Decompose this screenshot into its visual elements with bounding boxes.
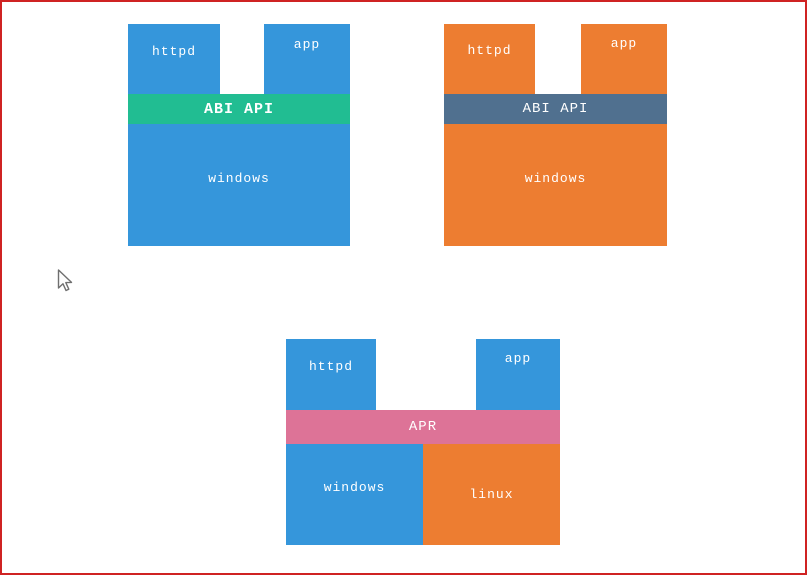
block-abi-api: ABI API <box>128 94 350 124</box>
block-apr: APR <box>286 410 560 444</box>
block-httpd-label: httpd <box>308 359 353 374</box>
block-abi-api: ABI API <box>444 94 667 124</box>
block-app-label: app <box>293 37 321 52</box>
diagram-windows-abi-orange: httpd app ABI API windows <box>444 24 667 246</box>
block-httpd-label: httpd <box>467 43 512 58</box>
block-abi-api-label: ABI API <box>203 100 274 118</box>
block-linux: linux <box>423 444 560 545</box>
block-windows: windows <box>128 124 350 246</box>
block-httpd: httpd <box>444 24 535 94</box>
block-app: app <box>581 24 667 94</box>
block-httpd: httpd <box>286 339 376 410</box>
block-app: app <box>476 339 560 410</box>
block-windows-label: windows <box>524 170 587 186</box>
diagram-apr-windows-linux: httpd app APR windows linux <box>286 339 560 545</box>
block-app: app <box>264 24 350 94</box>
block-httpd: httpd <box>128 24 220 94</box>
block-windows-label: windows <box>323 480 386 495</box>
diagram-windows-abi-blue: httpd app ABI API windows <box>128 24 350 246</box>
block-httpd-label: httpd <box>151 44 196 59</box>
block-windows: windows <box>286 444 423 545</box>
mouse-cursor-icon <box>57 269 73 292</box>
block-windows: windows <box>444 124 667 246</box>
block-apr-label: APR <box>408 419 438 435</box>
block-app-label: app <box>504 351 532 366</box>
block-windows-label: windows <box>208 170 270 186</box>
block-app-label: app <box>610 36 638 51</box>
block-abi-api-label: ABI API <box>522 101 589 117</box>
block-linux-label: linux <box>469 487 514 502</box>
